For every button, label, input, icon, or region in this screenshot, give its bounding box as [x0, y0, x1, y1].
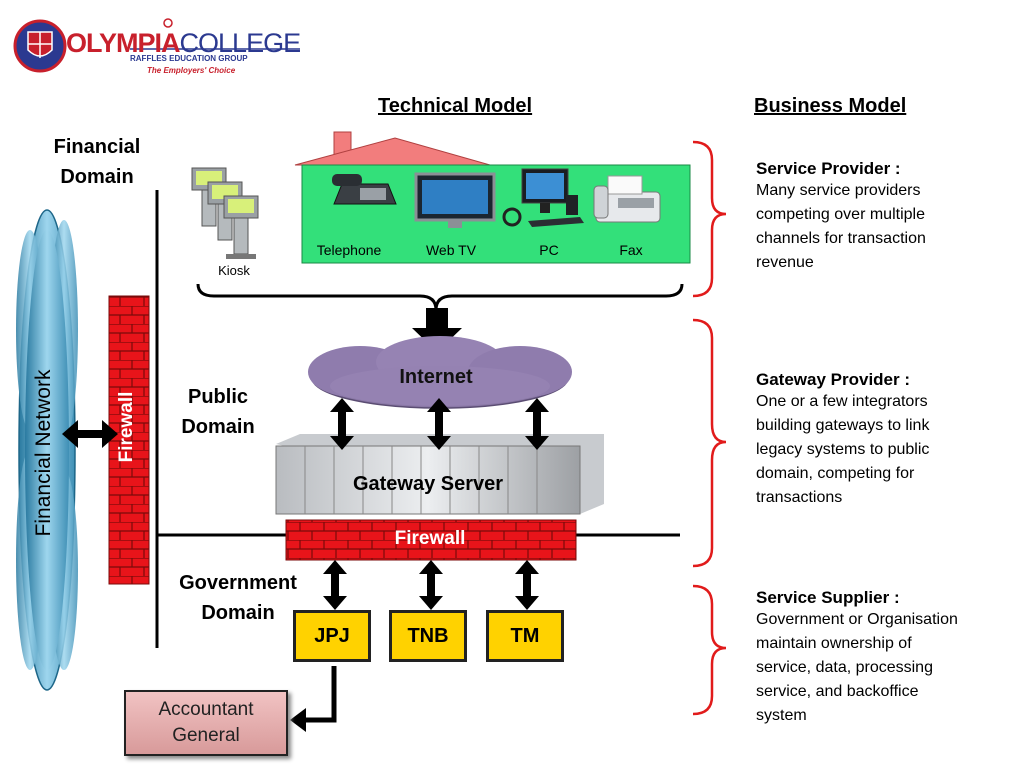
- business-line: competing over multiple: [756, 206, 925, 223]
- business-service-supplier: Service Supplier : Government or Organis…: [756, 588, 1006, 728]
- double-arrow-icon: [515, 560, 539, 610]
- fax-icon: [593, 175, 661, 223]
- government-domain-label: Government Domain: [164, 568, 312, 628]
- gateway-server-label: Gateway Server: [352, 473, 504, 495]
- kiosk-label: Kiosk: [218, 263, 250, 278]
- technical-model-header: Technical Model: [378, 95, 533, 117]
- double-arrow-icon: [419, 560, 443, 610]
- internet-label: Internet: [399, 366, 473, 388]
- network-firewall-arrow-icon: [62, 420, 118, 448]
- logo-dot-icon: [163, 18, 173, 28]
- webtv-label: Web TV: [425, 242, 477, 258]
- fax-label: Fax: [619, 242, 643, 258]
- vertical-firewall-label: Firewall: [116, 391, 137, 463]
- public-domain-line1: Public: [187, 386, 248, 408]
- business-line: system: [756, 707, 807, 724]
- double-arrow-icon: [323, 560, 347, 610]
- logo-college: COLLEGE: [179, 28, 302, 58]
- org-box-tnb: TNB: [389, 610, 467, 662]
- accountant-line2: General: [172, 725, 240, 746]
- business-line: One or a few integrators: [756, 393, 928, 410]
- business-line: domain, competing for: [756, 465, 915, 482]
- business-line: transactions: [756, 489, 843, 506]
- kiosk-icon: [191, 167, 259, 259]
- business-title: Service Provider :: [756, 159, 901, 178]
- business-line: service, and backoffice: [756, 683, 919, 700]
- financial-domain-label: Financial Domain: [38, 132, 156, 192]
- devices-brace: [196, 283, 684, 311]
- business-title: Service Supplier :: [756, 588, 900, 607]
- internet-gateway-arrows: [330, 398, 549, 450]
- webtv-icon: [414, 172, 496, 228]
- financial-domain-line2: Domain: [60, 166, 134, 188]
- financial-network-label: Financial Network: [32, 369, 55, 537]
- pc-label: PC: [539, 242, 559, 258]
- firewall-org-arrows: [323, 560, 539, 610]
- business-line: maintain ownership of: [756, 635, 912, 652]
- logo-wordmark: OLYMPIACOLLEGE: [66, 28, 302, 59]
- business-line: Many service providers: [756, 182, 921, 199]
- gateway-server-rack: [275, 434, 604, 515]
- financial-network-cloud: [16, 209, 78, 691]
- arrow-head-icon: [290, 708, 306, 732]
- accountant-line1: Accountant: [158, 699, 254, 720]
- business-gateway-provider: Gateway Provider : One or a few integrat…: [756, 370, 1006, 510]
- accountant-general-box: Accountant General: [124, 690, 288, 756]
- financial-domain-line1: Financial: [53, 136, 141, 158]
- business-brackets: [692, 140, 727, 716]
- college-crest-icon: [13, 19, 67, 73]
- business-service-provider: Service Provider : Many service provider…: [756, 159, 1006, 275]
- telephone-icon: [332, 174, 397, 205]
- government-domain-line2: Domain: [201, 602, 275, 624]
- logo-group: RAFFLES EDUCATION GROUP: [130, 54, 248, 63]
- double-arrow-icon: [330, 398, 354, 450]
- horizontal-firewall-label: Firewall: [394, 528, 466, 549]
- logo-tagline: The Employers' Choice: [147, 66, 236, 75]
- jpj-accountant-arrow: [304, 666, 337, 723]
- double-arrow-icon: [525, 398, 549, 450]
- org-box-tm: TM: [486, 610, 564, 662]
- pc-icon: [502, 168, 584, 227]
- double-arrow-icon: [427, 398, 451, 450]
- business-line: Government or Organisation: [756, 611, 958, 628]
- business-title: Gateway Provider :: [756, 370, 911, 389]
- public-domain-line2: Domain: [181, 416, 255, 438]
- logo-brand: OLYMPIA: [66, 28, 181, 58]
- business-line: building gateways to link: [756, 417, 930, 434]
- business-line: revenue: [756, 254, 814, 271]
- business-line: service, data, processing: [756, 659, 933, 676]
- public-domain-label: Public Domain: [166, 382, 270, 442]
- down-arrow-icon: [412, 308, 462, 352]
- org-box-jpj: JPJ: [293, 610, 371, 662]
- business-model-header: Business Model: [754, 95, 907, 117]
- government-domain-line1: Government: [179, 572, 297, 594]
- telephone-label: Telephone: [316, 242, 382, 258]
- internet-cloud-icon: [308, 336, 572, 409]
- business-line: legacy systems to public: [756, 441, 930, 458]
- business-line: channels for transaction: [756, 230, 926, 247]
